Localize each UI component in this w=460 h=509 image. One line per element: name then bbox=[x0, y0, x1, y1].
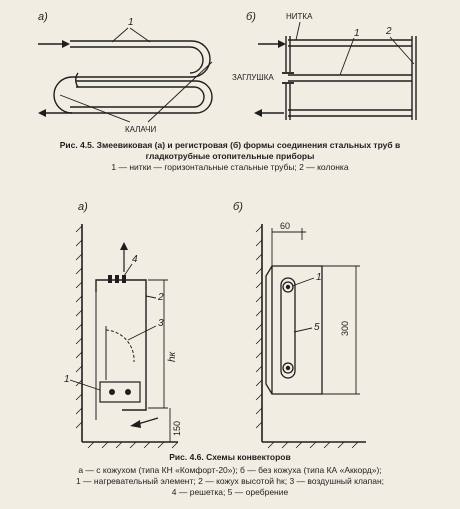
fig46-a-num4: 4 bbox=[132, 254, 138, 265]
pipe-end-bottom-dot bbox=[285, 365, 291, 371]
fig45-b-register: б) НИТКА ЗАГЛУШКА 1 2 bbox=[232, 11, 417, 120]
label-zaglushka: ЗАГЛУШКА bbox=[232, 73, 274, 82]
fig46-a-label: а) bbox=[78, 201, 88, 213]
floor-hatch bbox=[87, 441, 179, 449]
fig46-b-num1: 1 bbox=[316, 272, 322, 283]
heating-tube-2 bbox=[125, 389, 131, 395]
leader-2 bbox=[145, 295, 157, 299]
register-inlet-arrowhead bbox=[278, 40, 286, 48]
coil-pipe-row-3b bbox=[70, 86, 205, 108]
cold-air-arrow bbox=[137, 417, 159, 425]
grille-slot-3 bbox=[122, 275, 126, 283]
warm-air-arrowhead bbox=[120, 242, 128, 250]
pipe-end-top-dot bbox=[285, 284, 291, 290]
leader-b-1 bbox=[339, 37, 355, 76]
fig46-a-convector-with-casing: а) bbox=[64, 201, 182, 449]
fig46-caption-title-wrap: Рис. 4.6. Схемы конвекторов bbox=[0, 452, 460, 463]
grille-slot-2 bbox=[115, 275, 119, 283]
fig46-b-num5: 5 bbox=[314, 322, 320, 333]
dim-60-label: 60 bbox=[280, 221, 290, 231]
cold-air-arrowhead bbox=[130, 420, 141, 428]
leader-1b bbox=[129, 27, 151, 43]
fig45-caption-title: Рис. 4.5. Змеевиковая (а) и регистровая … bbox=[59, 140, 401, 150]
heating-tube-1 bbox=[109, 389, 115, 395]
leader-kalachi-1 bbox=[147, 61, 213, 123]
leader-nitka bbox=[295, 21, 301, 41]
heating-element bbox=[99, 381, 141, 403]
fig46-a-num3: 3 bbox=[158, 318, 164, 329]
dim-150-label: 150 bbox=[172, 421, 182, 436]
fig45-b-label: б) bbox=[246, 11, 256, 23]
fig46-b-convector-no-casing: б) 60 bbox=[233, 201, 366, 449]
fig45-a-coil: а) 1 КАЛАЧИ bbox=[38, 11, 213, 134]
fig46-caption-line3: 4 — решетка; 5 — оребрение bbox=[171, 487, 289, 497]
pipe-body bbox=[280, 277, 296, 379]
fig46-caption: а — с кожухом (типа КН «Комфорт-20»); б … bbox=[0, 465, 460, 498]
register-outlet-arrowhead bbox=[254, 109, 262, 117]
pipe-end-bottom bbox=[282, 362, 294, 374]
leader-4 bbox=[123, 263, 133, 277]
fig45-a-label: а) bbox=[38, 11, 48, 23]
leader-b1 bbox=[291, 277, 315, 287]
casing bbox=[95, 279, 147, 411]
leader-kalachi-2 bbox=[59, 94, 131, 123]
fig46-caption-line1: а — с кожухом (типа КН «Комфорт-20»); б … bbox=[78, 465, 382, 475]
dim-300-label: 300 bbox=[340, 321, 350, 336]
leader-1a bbox=[111, 27, 129, 43]
fig45-b-num2: 2 bbox=[385, 26, 392, 37]
leader-b5 bbox=[293, 327, 313, 333]
coil-pipe-outer bbox=[53, 40, 211, 114]
fig45-b-num1: 1 bbox=[354, 28, 360, 39]
air-valve bbox=[105, 329, 135, 363]
inlet-arrowhead bbox=[62, 40, 70, 48]
fig45-caption-legend: 1 — нитки — горизонтальные стальные труб… bbox=[111, 162, 349, 172]
coil-bend-left bbox=[75, 72, 79, 88]
leader-3 bbox=[127, 325, 157, 341]
grille-slot-1 bbox=[108, 275, 112, 283]
fig46-a-num1: 1 bbox=[64, 374, 70, 385]
fig46-caption-line2: 1 — нагревательный элемент; 2 — кожух вы… bbox=[75, 476, 385, 486]
label-kalachi: КАЛАЧИ bbox=[125, 125, 156, 134]
coil-pipe-line-2 bbox=[70, 46, 204, 74]
fig45-caption-title2: гладкотрубные отопительные приборы bbox=[145, 151, 315, 161]
fig45-caption: Рис. 4.5. Змеевиковая (а) и регистровая … bbox=[0, 140, 460, 173]
label-nitka: НИТКА bbox=[286, 12, 313, 21]
dim-hk-label: hк bbox=[167, 350, 178, 362]
floor-hatch-b bbox=[267, 441, 359, 449]
fig46-a-num2: 2 bbox=[157, 292, 164, 303]
wall-hatch-b bbox=[255, 225, 263, 429]
leader-b-2 bbox=[389, 36, 415, 65]
leader-1 bbox=[69, 379, 101, 391]
wall-hatch bbox=[75, 225, 83, 429]
coil-pipe-row-3 bbox=[70, 80, 213, 114]
fig45-a-num1: 1 bbox=[128, 17, 134, 28]
pipe-end-top bbox=[282, 281, 294, 293]
fig46-b-label: б) bbox=[233, 201, 243, 213]
outlet-arrowhead bbox=[38, 109, 46, 117]
fig46-caption-title: Рис. 4.6. Схемы конвекторов bbox=[169, 452, 291, 462]
